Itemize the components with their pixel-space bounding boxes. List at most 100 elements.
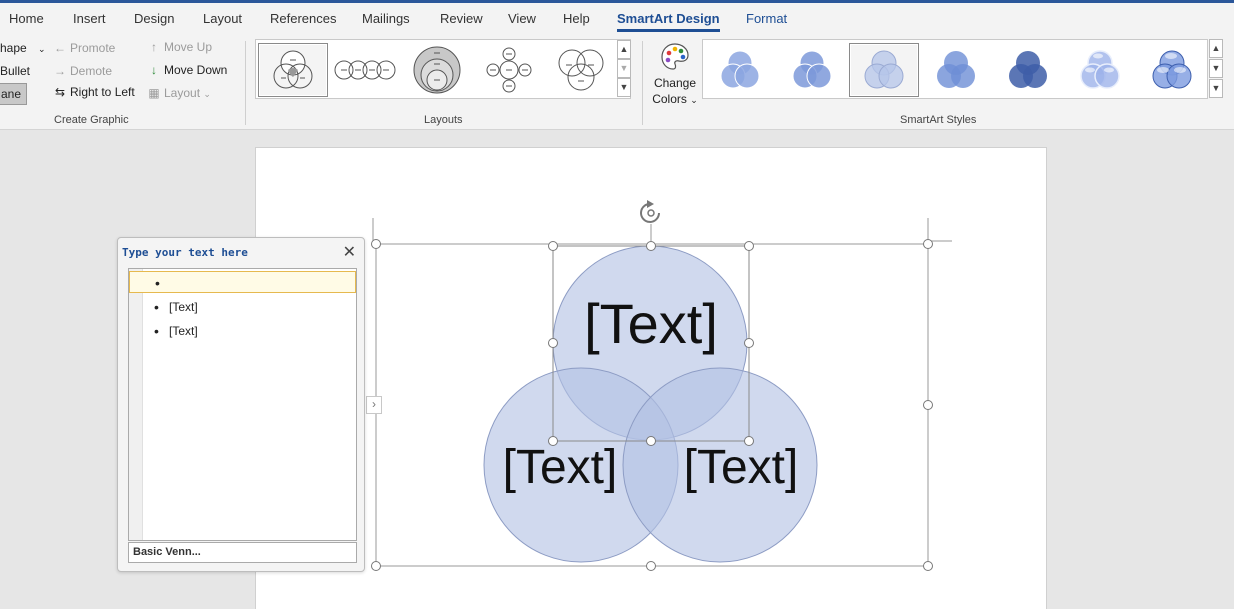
layout-label: Layout <box>164 86 201 100</box>
resize-handles <box>371 239 933 571</box>
layout-linear-venn[interactable] <box>330 43 400 97</box>
resize-handle[interactable] <box>548 241 558 251</box>
smartart-styles-group-label: SmartArt Styles <box>900 114 977 126</box>
gallery-scroll-down-button[interactable]: ▼ <box>617 59 631 78</box>
venn-style-icon <box>864 50 904 89</box>
move-down-button[interactable]: ↓Move Down <box>146 63 227 77</box>
smartart-styles-gallery <box>702 39 1208 99</box>
ribbon-tabs: Home Insert Design Layout References Mai… <box>0 3 1234 35</box>
styles-expand-button[interactable]: ▼ <box>1209 79 1223 98</box>
promote-button[interactable]: ←Promote <box>52 41 115 55</box>
group-divider <box>245 41 246 125</box>
radial-venn-icon <box>486 47 532 93</box>
tab-smartart-design[interactable]: SmartArt Design <box>617 11 720 32</box>
venn-variant-icon <box>558 49 604 91</box>
resize-handle[interactable] <box>371 561 381 571</box>
tab-home[interactable]: Home <box>9 11 44 26</box>
resize-handle[interactable] <box>646 436 656 446</box>
style-option-7[interactable] <box>1137 43 1207 97</box>
style-option-4[interactable] <box>921 43 991 97</box>
style-option-6[interactable] <box>1065 43 1135 97</box>
arrow-left-icon: ← <box>54 41 66 55</box>
resize-handle[interactable] <box>646 561 656 571</box>
style-option-1[interactable] <box>705 43 775 97</box>
gallery-expand-button[interactable]: ▼ <box>617 78 631 97</box>
add-shape-button[interactable]: hape ⌄ <box>0 41 46 55</box>
venn-label-top[interactable]: [Text] <box>584 292 718 355</box>
title-bar-strip <box>0 0 1234 3</box>
ribbon: hape ⌄ Bullet ane ←Promote →Demote ⇆ Righ… <box>0 35 1234 130</box>
right-to-left-button[interactable]: ⇆ Right to Left <box>52 85 135 99</box>
style-option-2[interactable] <box>777 43 847 97</box>
text-pane-button[interactable]: ane <box>0 83 27 105</box>
chevron-down-icon: ⌄ <box>203 89 211 99</box>
text-pane-item[interactable]: • [Text] <box>129 320 356 342</box>
resize-handle[interactable] <box>744 241 754 251</box>
layout-stacked-venn[interactable] <box>402 43 472 97</box>
styles-scroll-down-button[interactable]: ▼ <box>1209 59 1223 78</box>
right-to-left-label: Right to Left <box>70 85 135 99</box>
venn-label-right[interactable]: [Text] <box>683 441 799 494</box>
palette-icon <box>661 43 689 70</box>
resize-handle[interactable] <box>923 561 933 571</box>
venn-circles <box>483 245 818 563</box>
style-option-3[interactable] <box>849 43 919 97</box>
resize-handle[interactable] <box>923 239 933 249</box>
text-pane: Type your text here ✕ • • [Text] • [Text… <box>117 237 365 572</box>
text-pane-footer[interactable]: Basic Venn... <box>128 542 357 563</box>
styles-scroll-up-button[interactable]: ▲ <box>1209 39 1223 58</box>
resize-handle[interactable] <box>548 436 558 446</box>
text-pane-margin <box>129 269 143 540</box>
text-pane-item[interactable]: • <box>129 271 356 293</box>
chevron-down-icon: ⌄ <box>690 95 698 105</box>
tab-view[interactable]: View <box>508 11 536 26</box>
linear-venn-icon <box>334 60 396 80</box>
tab-review[interactable]: Review <box>440 11 483 26</box>
resize-handle[interactable] <box>548 338 558 348</box>
resize-handle[interactable] <box>923 400 933 410</box>
smartart-diagram[interactable]: [Text] [Text] [Text] <box>370 200 960 580</box>
tab-references[interactable]: References <box>270 11 337 26</box>
bullet-icon: • <box>154 323 159 339</box>
resize-handle[interactable] <box>744 436 754 446</box>
tab-format[interactable]: Format <box>746 11 788 26</box>
venn-diagram-canvas <box>371 200 952 571</box>
add-bullet-button[interactable]: Bullet <box>0 64 30 78</box>
expand-icon: ▼ <box>619 82 629 92</box>
chevron-up-icon: ▲ <box>619 44 629 54</box>
hierarchy-icon: ▦ <box>148 86 160 100</box>
move-up-button[interactable]: ↑Move Up <box>146 40 212 54</box>
chevron-right-icon: › <box>372 397 376 411</box>
venn-circle-right[interactable] <box>622 367 818 563</box>
change-colors-button[interactable]: Change Colors ⌄ <box>648 41 702 107</box>
layout-basic-venn[interactable] <box>258 43 328 97</box>
text-pane-expander-button[interactable]: › <box>366 396 382 414</box>
demote-button[interactable]: →Demote <box>52 64 112 78</box>
resize-handle[interactable] <box>646 241 656 251</box>
text-pane-item-text: [Text] <box>169 300 198 314</box>
tab-design[interactable]: Design <box>134 11 175 26</box>
layout-venn-variant[interactable] <box>546 43 616 97</box>
tab-help[interactable]: Help <box>563 11 590 26</box>
venn-style-icon <box>1009 51 1047 88</box>
layout-radial-venn[interactable] <box>474 43 544 97</box>
tab-insert[interactable]: Insert <box>73 11 106 26</box>
stacked-venn-icon <box>413 46 461 94</box>
layout-button[interactable]: ▦ Layout ⌄ <box>146 86 211 100</box>
style-option-5[interactable] <box>993 43 1063 97</box>
close-icon[interactable]: ✕ <box>342 244 356 261</box>
text-pane-item[interactable]: • [Text] <box>129 296 356 318</box>
venn-style-icon <box>1080 50 1120 89</box>
resize-handle[interactable] <box>744 338 754 348</box>
venn-style-icon <box>1152 50 1192 89</box>
gallery-scroll-up-button[interactable]: ▲ <box>617 40 631 59</box>
tab-layout[interactable]: Layout <box>203 11 243 26</box>
tab-mailings[interactable]: Mailings <box>362 11 410 26</box>
layouts-group-label: Layouts <box>424 114 463 126</box>
venn-label-left[interactable]: [Text] <box>502 441 618 494</box>
add-shape-label: hape <box>0 41 27 55</box>
resize-handle[interactable] <box>371 239 381 249</box>
rotate-handle-icon[interactable] <box>640 200 660 241</box>
swap-arrows-icon: ⇆ <box>54 85 66 99</box>
arrow-right-icon: → <box>54 64 66 78</box>
